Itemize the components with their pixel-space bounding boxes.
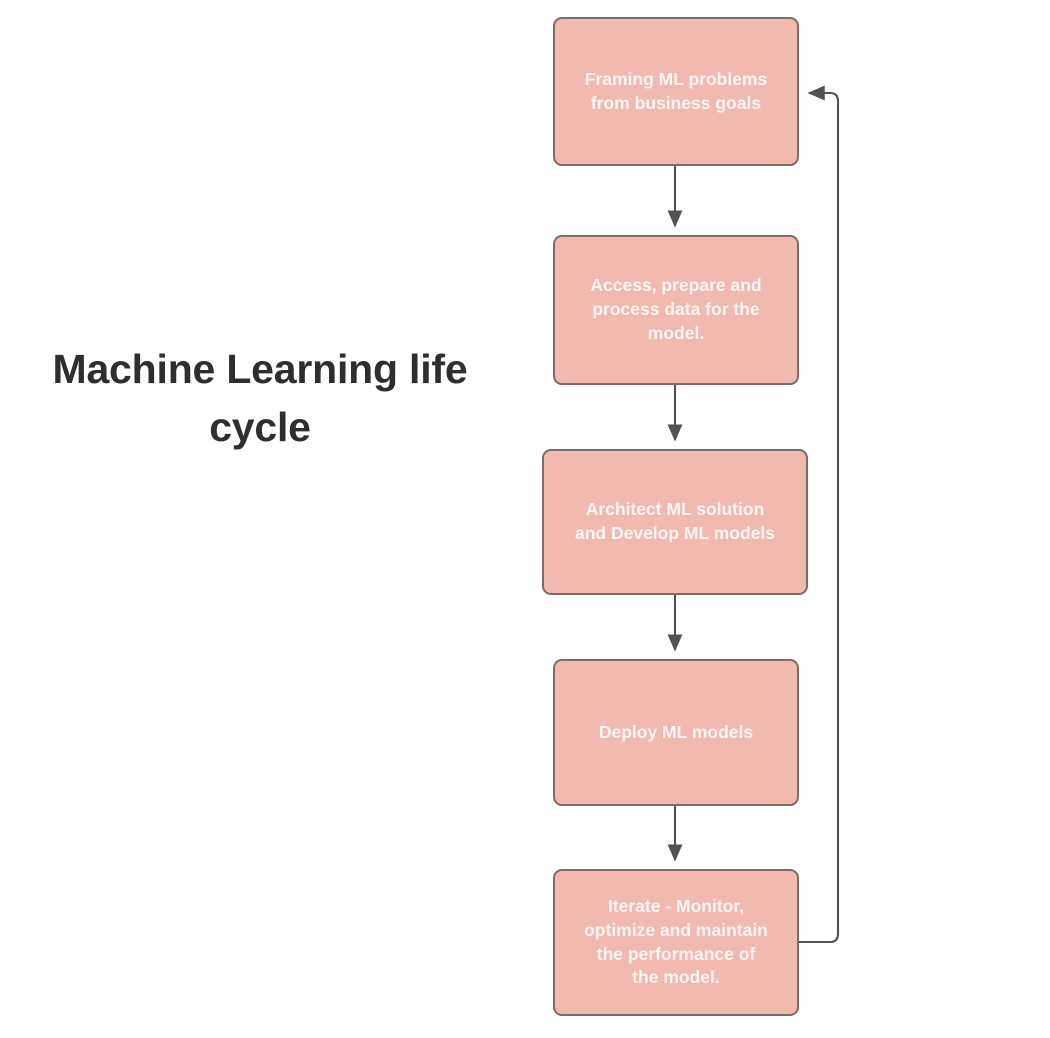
node-framing-ml-problems[interactable]: Framing ML problems from business goals [553, 17, 799, 166]
node-label: Iterate - Monitor, optimize and maintain… [584, 895, 768, 988]
node-deploy-ml-models[interactable]: Deploy ML models [553, 659, 799, 806]
node-access-prepare-data[interactable]: Access, prepare and process data for the… [553, 235, 799, 385]
node-iterate-monitor-optimize[interactable]: Iterate - Monitor, optimize and maintain… [553, 869, 799, 1016]
node-label: Access, prepare and process data for the… [590, 275, 762, 343]
node-label: Deploy ML models [598, 721, 754, 742]
node-label: Framing ML problems from business goals [584, 68, 768, 113]
node-label: Architect ML solution and Develop ML mod… [575, 499, 775, 543]
node-architect-develop-models[interactable]: Architect ML solution and Develop ML mod… [542, 449, 808, 595]
page-title: Machine Learning life cycle [52, 346, 468, 451]
